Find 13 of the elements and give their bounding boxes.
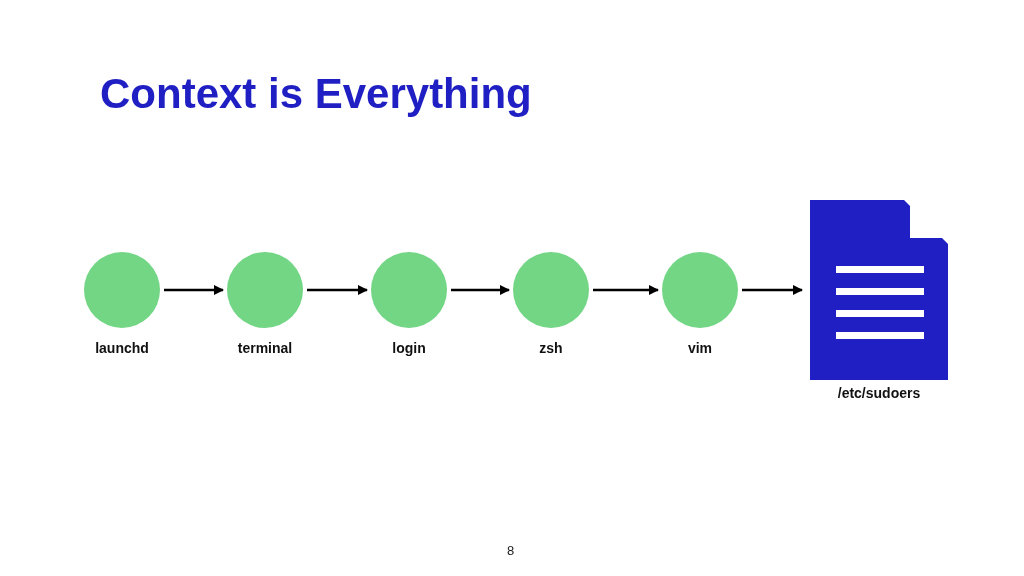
- process-label: login: [392, 340, 426, 356]
- arrow: [593, 285, 659, 295]
- arrow: [164, 285, 224, 295]
- file-label: /etc/sudoers: [837, 385, 921, 401]
- arrow: [451, 285, 510, 295]
- process-label: launchd: [95, 340, 149, 356]
- arrow: [307, 285, 368, 295]
- process-label: terminal: [237, 340, 293, 356]
- process-label: vim: [687, 340, 713, 356]
- process-label: zsh: [539, 340, 563, 356]
- slide-title: Context is Everything: [100, 70, 532, 118]
- page-number: 8: [507, 543, 515, 558]
- arrow: [742, 285, 803, 295]
